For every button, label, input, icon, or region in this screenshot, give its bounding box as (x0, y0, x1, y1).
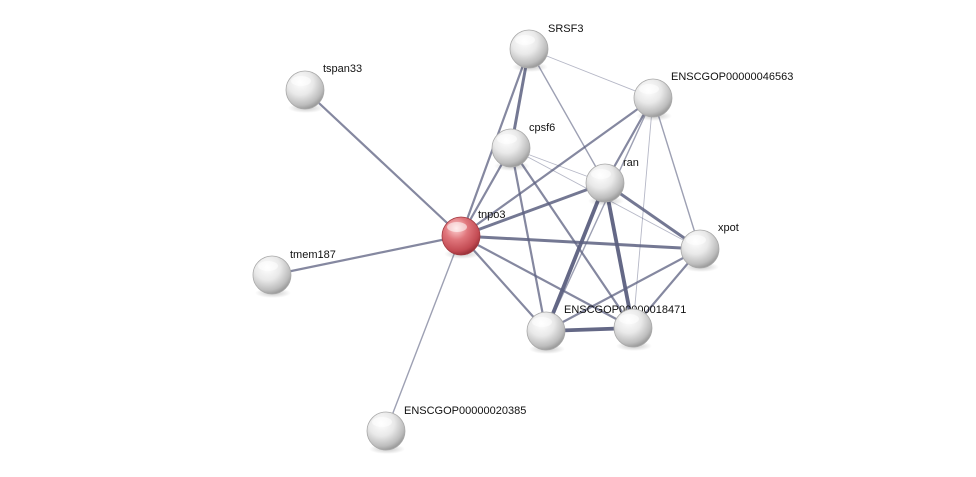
edge-tnpo3-ENSCGOP00000020385 (385, 235, 462, 432)
edge-cpsf6-ENSCGOP00000018471 (509, 146, 548, 333)
node-label-tnpo3: tnpo3 (478, 209, 506, 221)
node-label-tmem187: tmem187 (290, 249, 336, 261)
node-highlight (515, 35, 535, 45)
edge-tnpo3-node_br (459, 234, 635, 330)
node-node_br[interactable] (613, 308, 653, 351)
node-highlight (447, 222, 467, 232)
edge-tnpo3-ENSCGOP00000046563 (459, 96, 655, 238)
node-label-xpot: xpot (718, 222, 739, 234)
node-ENSCGOP00000020385[interactable]: ENSCGOP00000020385 (366, 405, 526, 454)
node-highlight (639, 84, 659, 94)
node-label-tspan33: tspan33 (323, 63, 362, 75)
node-ENSCGOP00000046563[interactable]: ENSCGOP00000046563 (633, 71, 793, 121)
node-highlight (619, 314, 639, 324)
node-tspan33[interactable]: tspan33 (285, 63, 362, 113)
edge-ran-node_br (603, 181, 635, 330)
node-highlight (686, 235, 706, 245)
node-label-SRSF3: SRSF3 (548, 23, 583, 35)
edge-ENSCGOP00000046563-ENSCGOP00000018471 (545, 97, 654, 332)
edge-ENSCGOP00000046563-xpot (652, 97, 701, 250)
node-tnpo3[interactable]: tnpo3 (441, 209, 506, 259)
node-cpsf6[interactable]: cpsf6 (491, 122, 555, 171)
node-label-cpsf6: cpsf6 (529, 122, 555, 134)
node-ENSCGOP00000018471[interactable]: ENSCGOP00000018471 (526, 304, 686, 354)
edge-SRSF3-ENSCGOP00000046563 (528, 48, 654, 99)
edge-xpot-ENSCGOP00000018471 (544, 247, 702, 333)
node-xpot[interactable]: xpot (680, 222, 739, 272)
edge-cpsf6-node_br (509, 146, 635, 330)
edge-tnpo3-tmem187 (270, 234, 463, 277)
node-highlight (532, 317, 552, 327)
edge-ran-ENSCGOP00000018471 (544, 181, 607, 333)
edge-tnpo3-ran (459, 181, 607, 238)
node-highlight (497, 134, 517, 144)
node-label-ENSCGOP00000020385: ENSCGOP00000020385 (404, 405, 526, 417)
node-highlight (591, 169, 611, 179)
node-highlight (372, 417, 392, 427)
node-SRSF3[interactable]: SRSF3 (509, 23, 583, 72)
edge-ENSCGOP00000046563-node_br (632, 97, 654, 329)
node-label-ENSCGOP00000046563: ENSCGOP00000046563 (671, 71, 793, 83)
node-ran[interactable]: ran (585, 157, 639, 206)
edge-tnpo3-tspan33 (303, 88, 463, 238)
node-label-ENSCGOP00000018471: ENSCGOP00000018471 (564, 304, 686, 316)
edge-SRSF3-ran (528, 48, 606, 184)
node-label-ran: ran (623, 157, 639, 169)
node-tmem187[interactable]: tmem187 (252, 249, 336, 298)
node-highlight (291, 76, 311, 86)
node-highlight (258, 261, 278, 271)
